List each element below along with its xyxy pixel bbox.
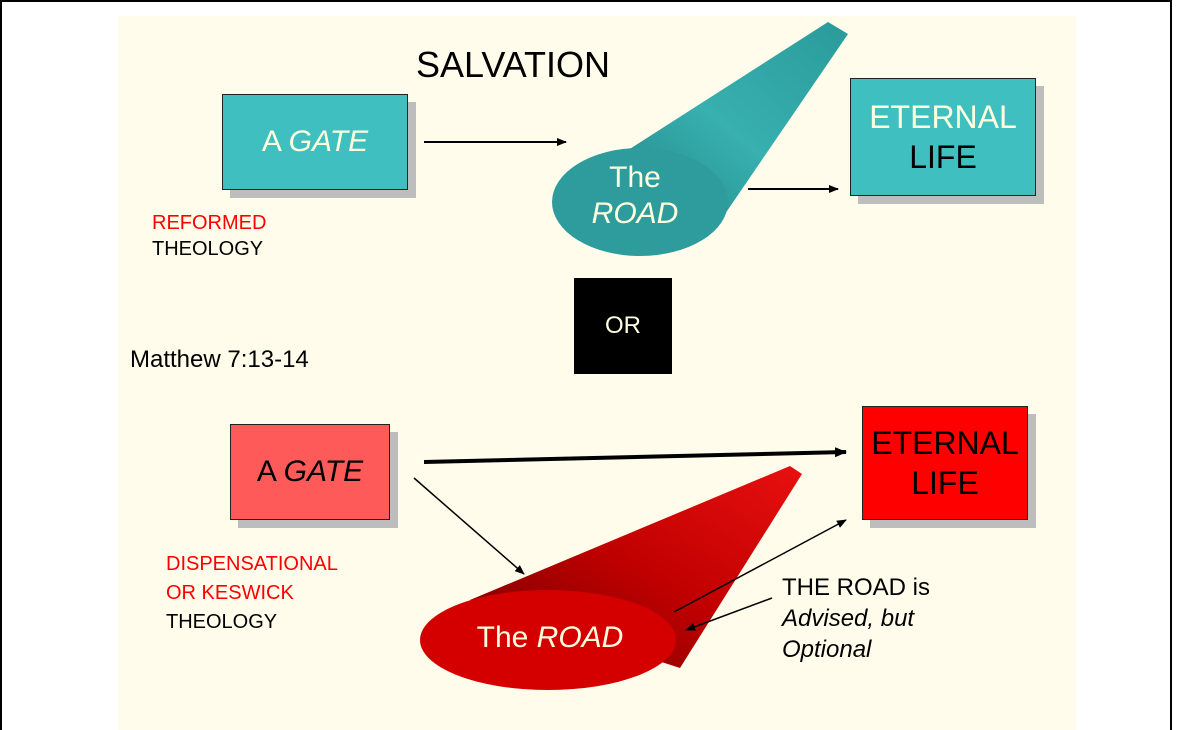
arrow-note-to-road bbox=[685, 597, 773, 631]
reformed-theology-line1: REFORMED bbox=[152, 212, 267, 234]
reformed-gate-box: A GATE bbox=[222, 94, 408, 190]
reformed-gate-word: GATE bbox=[288, 125, 369, 158]
dispensational-gate-word: GATE bbox=[283, 455, 364, 488]
road-optional-note: THE ROAD is Advised, but Optional bbox=[782, 572, 930, 665]
arrow-road-to-life-bottom bbox=[673, 519, 847, 613]
reformed-life-box: ETERNAL LIFE bbox=[850, 78, 1036, 196]
note-line1: THE ROAD is bbox=[782, 574, 931, 601]
reformed-road-ellipse bbox=[552, 148, 728, 256]
reformed-theology-label: REFORMED THEOLOGY bbox=[152, 210, 266, 262]
dispensational-life-line2: LIFE bbox=[911, 465, 979, 501]
dispensational-road-word: ROAD bbox=[536, 621, 624, 654]
or-label: OR bbox=[605, 312, 641, 339]
reformed-life-line1: ETERNAL bbox=[869, 99, 1017, 135]
dispensational-road-label: The ROAD bbox=[450, 620, 650, 656]
dispensational-theology-line2: OR KESWICK bbox=[166, 582, 294, 604]
diagram-title: SALVATION bbox=[416, 44, 611, 85]
dispensational-life-line1: ETERNAL bbox=[871, 425, 1019, 461]
reformed-road-line1: The bbox=[609, 161, 661, 194]
dispensational-theology-line3: THEOLOGY bbox=[166, 611, 278, 633]
reformed-life-line2: LIFE bbox=[909, 139, 977, 175]
reformed-theology-line2: THEOLOGY bbox=[152, 238, 264, 260]
reformed-road-label: The ROAD bbox=[560, 160, 710, 232]
arrow-gate-to-road-bottom bbox=[413, 477, 525, 575]
dispensational-theology-label: DISPENSATIONAL OR KESWICK THEOLOGY bbox=[166, 550, 338, 637]
note-line3: Optional bbox=[782, 636, 872, 663]
or-box: OR bbox=[574, 278, 672, 374]
arrow-gate-to-life-bottom bbox=[423, 447, 847, 464]
scripture-reference: Matthew 7:13-14 bbox=[130, 346, 309, 373]
dispensational-road-prefix: The bbox=[476, 621, 537, 654]
dispensational-life-box: ETERNAL LIFE bbox=[862, 406, 1028, 520]
reformed-gate-prefix: A bbox=[261, 125, 289, 158]
note-line2: Advised, but bbox=[782, 605, 915, 632]
dispensational-theology-line1: DISPENSATIONAL bbox=[166, 553, 338, 575]
dispensational-gate-prefix: A bbox=[256, 455, 284, 488]
reformed-road-line2: ROAD bbox=[591, 197, 679, 230]
dispensational-road-ellipse bbox=[420, 590, 676, 690]
dispensational-gate-box: A GATE bbox=[230, 424, 390, 520]
